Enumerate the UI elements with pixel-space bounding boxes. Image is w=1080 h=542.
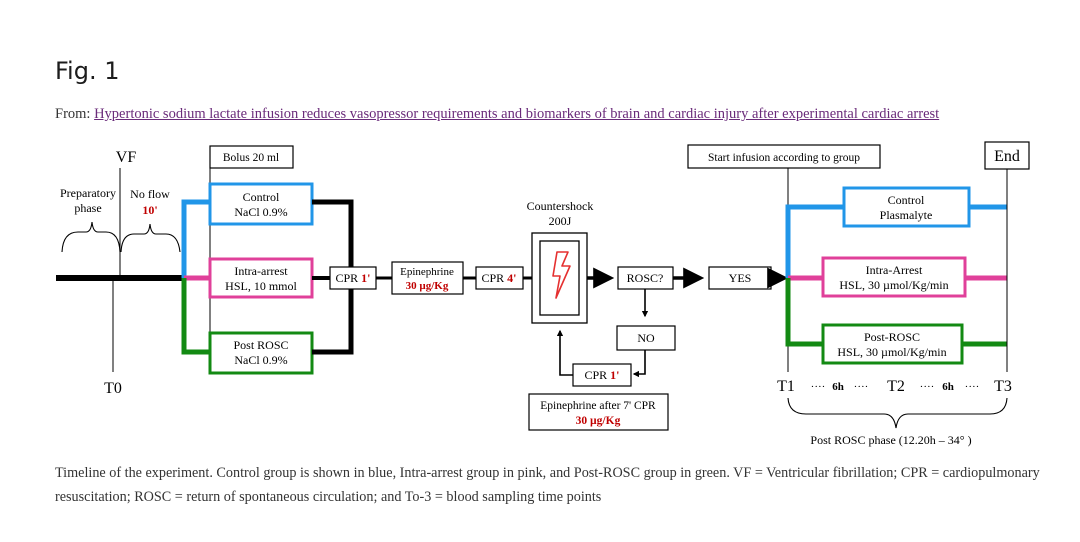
- article-link[interactable]: Hypertonic sodium lactate infusion reduc…: [94, 106, 940, 122]
- post-branch-left: [181, 278, 210, 355]
- right-control-solution: Plasmalyte: [880, 208, 933, 222]
- no-label: NO: [637, 331, 655, 345]
- source-line: From: Hypertonic sodium lactate infusion…: [55, 106, 939, 123]
- source-prefix: From:: [55, 106, 95, 122]
- epinephrine-label: Epinephrine: [400, 266, 454, 278]
- preparatory-label-2: phase: [74, 201, 101, 215]
- cpr-loop-time: 1': [610, 368, 619, 382]
- cpr4-time: 4': [507, 271, 516, 285]
- dots-4: ····: [965, 381, 980, 393]
- vf-label: VF: [116, 149, 137, 166]
- noflow-label: No flow: [130, 187, 170, 201]
- start-infusion-label: Start infusion according to group: [708, 152, 860, 164]
- post-rosc-brace: [787, 397, 1008, 429]
- t0-label: T0: [104, 380, 122, 397]
- end-box: [984, 141, 1030, 170]
- right-intra-label: Intra-Arrest: [866, 263, 923, 277]
- yes-label: YES: [729, 271, 752, 285]
- post-group-solution: NaCl 0.9%: [234, 353, 287, 367]
- dots-1: ····: [811, 381, 826, 393]
- bolus-label: Bolus 20 ml: [223, 152, 279, 164]
- arrow-no-cpr: [632, 350, 646, 378]
- start-infusion-box: [687, 144, 881, 169]
- cpr1-time: 1': [361, 271, 370, 285]
- t2-label: T2: [887, 378, 905, 395]
- figure-title: Fig. 1: [55, 57, 120, 85]
- end-label: End: [994, 148, 1020, 165]
- svg-text:CPR 4': CPR 4': [481, 271, 516, 285]
- epinephrine-box: [391, 261, 464, 295]
- epinephrine-after-dose: 30 µg/Kg: [576, 415, 621, 427]
- dots-3: ····: [920, 381, 935, 393]
- control-group-label: Control: [243, 190, 280, 204]
- right-intra-box: [821, 256, 967, 298]
- control-group-solution: NaCl 0.9%: [234, 205, 287, 219]
- svg-text:CPR 1': CPR 1': [335, 271, 370, 285]
- t3-label: T3: [994, 378, 1012, 395]
- right-control-label: Control: [888, 193, 925, 207]
- rosc-question-label: ROSC?: [627, 271, 664, 285]
- epinephrine-dose: 30 µg/Kg: [406, 280, 449, 292]
- interval-6h-1: 6h: [832, 381, 844, 393]
- right-post-box: [821, 323, 964, 365]
- dots-2: ····: [854, 381, 869, 393]
- post-group-label: Post ROSC: [233, 338, 288, 352]
- cpr-loop-label: CPR: [584, 368, 610, 382]
- preparatory-brace: [61, 221, 121, 253]
- t1-label: T1: [777, 378, 795, 395]
- intra-group-solution: HSL, 10 mmol: [225, 279, 297, 293]
- intra-group-label: Intra-arrest: [234, 264, 288, 278]
- noflow-time: 10': [142, 203, 157, 217]
- countershock-label: Countershock: [527, 199, 594, 213]
- preparatory-label: Preparatory: [60, 186, 116, 200]
- right-post-solution: HSL, 30 µmol/Kg/min: [837, 345, 946, 359]
- cpr1-label: CPR: [335, 271, 361, 285]
- post-rosc-phase-label: Post ROSC phase (12.20h – 34° ): [810, 433, 971, 447]
- svg-text:CPR 1': CPR 1': [584, 368, 619, 382]
- countershock-energy: 200J: [549, 214, 572, 228]
- right-intra-solution: HSL, 30 µmol/Kg/min: [839, 278, 948, 292]
- lightning-icon: [552, 251, 571, 299]
- post-group-box: [208, 331, 314, 375]
- right-post-label: Post-ROSC: [864, 330, 920, 344]
- noflow-brace: [120, 223, 181, 253]
- control-branch-left: [181, 199, 210, 278]
- no-box: [616, 325, 676, 351]
- epinephrine-after-box: [528, 393, 669, 431]
- bolus-box: [209, 145, 294, 169]
- arrow-cpr-shock: [556, 329, 573, 376]
- figure-caption: Timeline of the experiment. Control grou…: [55, 465, 1040, 505]
- right-control-box: [842, 186, 971, 228]
- interval-6h-2: 6h: [942, 381, 954, 393]
- cpr4-label: CPR: [481, 271, 507, 285]
- epinephrine-after-label: Epinephrine after 7' CPR: [540, 400, 656, 412]
